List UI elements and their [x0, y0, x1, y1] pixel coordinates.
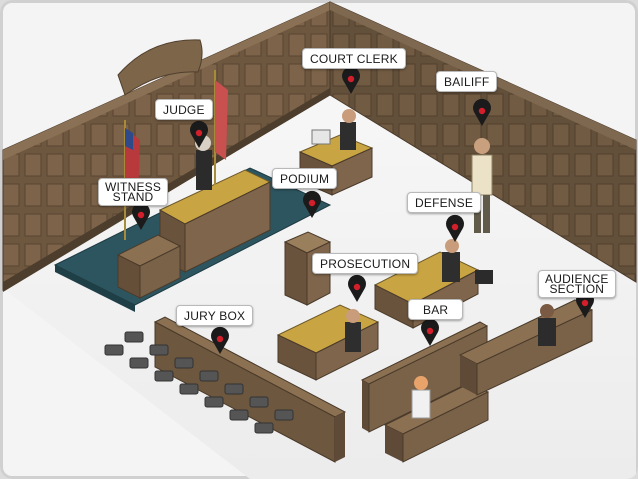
wall-crest — [117, 39, 203, 96]
label-bailiff: BAILIFF — [436, 71, 498, 92]
label-text: BAILIFF — [444, 75, 490, 89]
label-judge: JUDGE — [155, 99, 213, 120]
label-witness-stand: WITNESS STAND — [98, 178, 169, 206]
label-podium: PODIUM — [272, 168, 338, 189]
bailiff-figure — [471, 138, 493, 233]
label-defense: DEFENSE — [407, 192, 482, 213]
label-court-clerk: COURT CLERK — [302, 48, 406, 69]
label-text-line1: AUDIENCE — [545, 272, 609, 286]
marker-podium — [303, 190, 321, 218]
marker-jury-box — [211, 326, 229, 354]
marker-bar — [421, 318, 439, 346]
marker-judge — [190, 120, 208, 148]
marker-defense — [446, 214, 464, 242]
marker-bailiff — [473, 98, 491, 126]
jury-box — [104, 316, 347, 463]
prosecution-table — [276, 304, 380, 381]
marker-witness-stand — [132, 202, 150, 230]
label-audience-section: AUDIENCE SECTION — [538, 270, 616, 298]
label-text-line2: SECTION — [549, 282, 605, 296]
label-text: JURY BOX — [184, 309, 246, 323]
label-text: BAR — [423, 303, 449, 317]
label-text: DEFENSE — [415, 196, 474, 210]
witness-stand — [116, 234, 182, 299]
label-text: PODIUM — [280, 172, 330, 186]
audience-benches — [383, 299, 594, 463]
marker-prosecution — [348, 274, 366, 302]
label-jury-box: JURY BOX — [176, 305, 254, 326]
label-text: PROSECUTION — [320, 257, 411, 271]
label-text: COURT CLERK — [310, 52, 398, 66]
label-text-line1: WITNESS — [105, 180, 162, 194]
label-text-line2: STAND — [112, 190, 154, 204]
location-markers — [132, 66, 594, 354]
marker-court-clerk — [342, 66, 360, 94]
label-prosecution: PROSECUTION — [312, 253, 419, 274]
label-bar: BAR — [408, 299, 464, 320]
label-text: JUDGE — [163, 103, 205, 117]
